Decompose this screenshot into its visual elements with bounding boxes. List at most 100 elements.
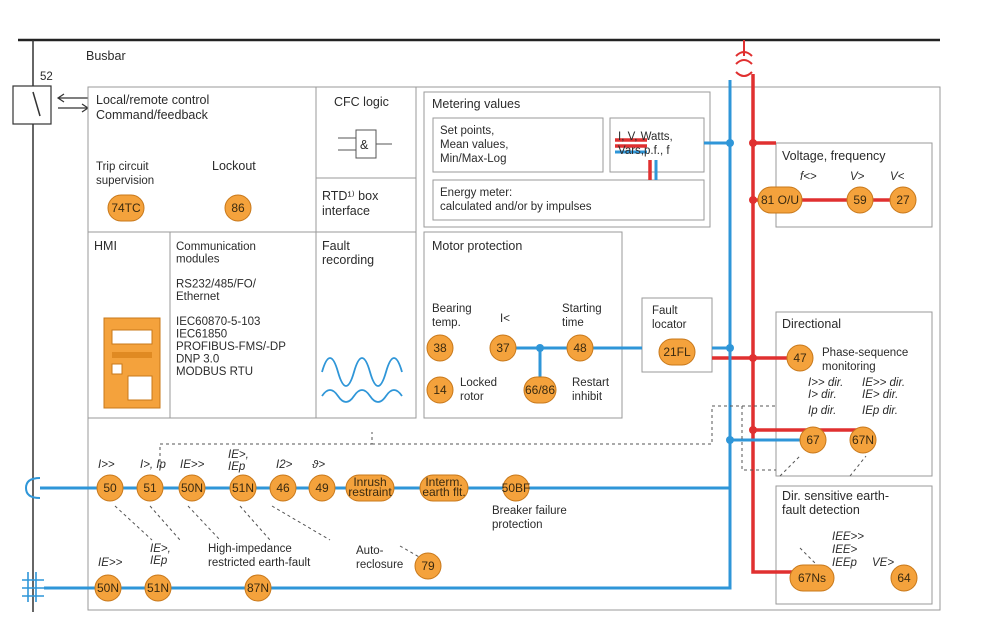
svg-text:67Ns: 67Ns bbox=[798, 571, 826, 585]
svg-text:87N: 87N bbox=[247, 581, 269, 595]
and-gate-wires bbox=[338, 137, 392, 151]
sens-2: IEE> bbox=[832, 544, 858, 556]
vt-symbol bbox=[735, 40, 753, 77]
svg-text:Interm.earth flt.: Interm.earth flt. bbox=[422, 475, 465, 499]
svg-text:51N: 51N bbox=[147, 581, 169, 595]
dir-5: IE> dir. bbox=[862, 389, 898, 401]
f-label: f<> bbox=[800, 171, 817, 183]
comm-panel bbox=[169, 231, 317, 419]
busbar-label: Busbar bbox=[86, 49, 126, 63]
svg-text:38: 38 bbox=[433, 341, 447, 355]
node-50: 50 bbox=[96, 474, 124, 502]
sens-1: IEE>> bbox=[832, 531, 864, 543]
node-48: 48 bbox=[566, 334, 594, 362]
hmi-device-icon bbox=[103, 317, 161, 409]
ct-phase bbox=[24, 477, 41, 499]
dir-3: Ip dir. bbox=[808, 405, 836, 417]
node-51n: 51N bbox=[229, 474, 257, 502]
dir-6: IEp dir. bbox=[862, 405, 898, 417]
svg-text:46: 46 bbox=[276, 481, 290, 495]
node-47: 47 bbox=[786, 344, 814, 372]
v-g-label: V> bbox=[850, 171, 865, 183]
svg-text:49: 49 bbox=[315, 481, 329, 495]
iep-label: IEp bbox=[228, 461, 246, 473]
ie-gg-label: IE>> bbox=[180, 459, 205, 471]
breaker-label: 52 bbox=[40, 71, 53, 83]
svg-text:21FL: 21FL bbox=[663, 345, 691, 359]
node-37: 37 bbox=[489, 334, 517, 362]
energy-label: Energy meter:calculated and/or by impuls… bbox=[440, 187, 592, 213]
directional-label: Directional bbox=[782, 317, 841, 331]
svg-text:48: 48 bbox=[573, 341, 587, 355]
node-87n: 87N bbox=[244, 574, 272, 602]
node-81ou: 81 O/U bbox=[757, 186, 803, 214]
node-interm: Interm.earth flt. bbox=[419, 474, 469, 502]
node-67n: 67N bbox=[849, 426, 877, 454]
node-21fl: 21FL bbox=[658, 338, 696, 366]
svg-text:67: 67 bbox=[806, 433, 820, 447]
svg-text:14: 14 bbox=[433, 383, 447, 397]
node-67ns: 67Ns bbox=[789, 564, 835, 592]
current-junctions bbox=[536, 139, 734, 444]
hmi-label: HMI bbox=[94, 239, 117, 253]
node-38: 38 bbox=[426, 334, 454, 362]
node-67: 67 bbox=[799, 426, 827, 454]
motor-label: Motor protection bbox=[432, 239, 522, 253]
svg-text:51N: 51N bbox=[232, 481, 254, 495]
and-gate-symbol: & bbox=[360, 138, 369, 152]
ie-g-label: IE>, bbox=[228, 449, 249, 461]
node-b50n: 50N bbox=[94, 574, 122, 602]
setpoints-box bbox=[432, 117, 604, 173]
svg-text:86: 86 bbox=[231, 201, 245, 215]
breaker-switch bbox=[32, 91, 41, 117]
fault-wave-1 bbox=[321, 357, 403, 387]
dir-4: IE>> dir. bbox=[862, 377, 905, 389]
i2-label: I2> bbox=[276, 459, 293, 471]
svg-text:50N: 50N bbox=[97, 581, 119, 595]
svg-text:50N: 50N bbox=[181, 481, 203, 495]
svg-text:27: 27 bbox=[896, 193, 910, 207]
i-gg-label: I>> bbox=[98, 459, 115, 471]
svg-text:66/86: 66/86 bbox=[525, 383, 555, 397]
svg-text:51: 51 bbox=[143, 481, 157, 495]
svg-text:67N: 67N bbox=[852, 433, 874, 447]
node-51: 51 bbox=[136, 474, 164, 502]
control-arrows bbox=[56, 93, 90, 113]
function-nodes: 74TC 86 81 O/U 59 27 38 37 48 14 66/86 21FL 47 67 67N… bbox=[94, 186, 918, 602]
energy-box bbox=[432, 179, 705, 221]
node-74tc: 74TC bbox=[107, 194, 145, 222]
node-46: 46 bbox=[269, 474, 297, 502]
node-6686: 66/86 bbox=[523, 376, 557, 404]
svg-text:79: 79 bbox=[421, 559, 435, 573]
node-49: 49 bbox=[308, 474, 336, 502]
cfc-label: CFC logic bbox=[334, 95, 389, 109]
node-50n: 50N bbox=[178, 474, 206, 502]
voltage-label: Voltage, frequency bbox=[782, 149, 886, 163]
svg-text:74TC: 74TC bbox=[111, 201, 141, 215]
sens-3: IEEp bbox=[832, 557, 858, 569]
sens-label: Dir. sensitive earth-fault detection bbox=[782, 489, 889, 517]
svg-text:59: 59 bbox=[853, 193, 867, 207]
node-50bf: 50BF bbox=[502, 474, 530, 502]
node-14: 14 bbox=[426, 376, 454, 404]
svg-text:47: 47 bbox=[793, 351, 807, 365]
breaker-box bbox=[12, 85, 52, 125]
sens-4: VE> bbox=[872, 557, 894, 569]
motor-panel bbox=[423, 231, 623, 419]
theta-label: ϑ> bbox=[312, 459, 325, 471]
b-ie-gg-label: IE>> bbox=[98, 557, 123, 569]
svg-text:81 O/U: 81 O/U bbox=[761, 193, 799, 207]
